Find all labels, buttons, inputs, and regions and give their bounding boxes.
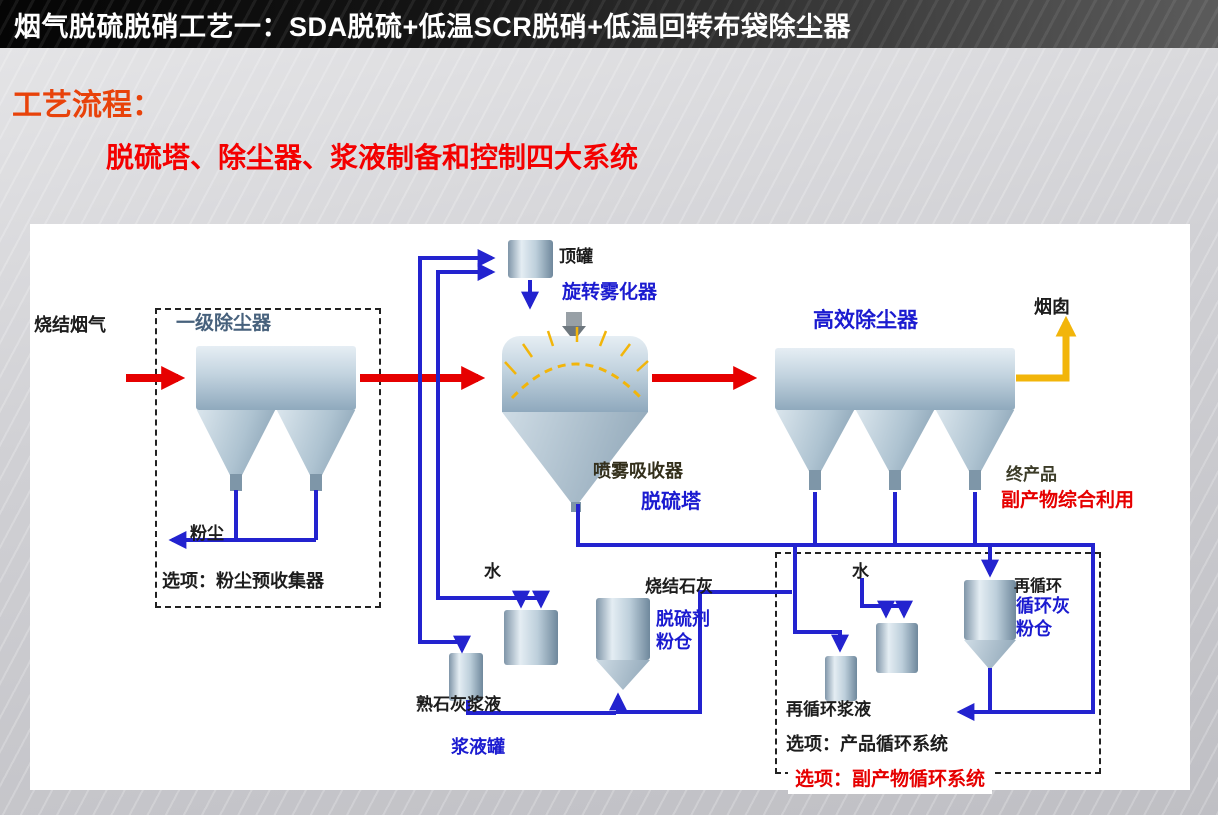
label-desulf-tower: 脱硫塔 xyxy=(641,491,701,513)
heff-outlet-2 xyxy=(889,470,901,490)
label-sinter-lime: 烧结石灰 xyxy=(645,577,713,596)
cycle-ash-silo-body xyxy=(964,580,1016,640)
label-desulf-silo: 脱硫剂 粉仓 xyxy=(656,609,710,652)
label-primary-collector: 一级除尘器 xyxy=(176,313,272,334)
heff-outlet-3 xyxy=(969,470,981,490)
label-slaked-lime-slurry: 熟石灰浆液 xyxy=(416,695,501,714)
label-cycle-ash-silo: 循环灰 粉仓 xyxy=(1016,596,1070,639)
label-rotary-atomizer: 旋转雾化器 xyxy=(562,282,658,303)
label-water-right: 水 xyxy=(852,562,869,581)
label-top-tank: 顶罐 xyxy=(559,247,593,266)
label-dust: 粉尘 xyxy=(190,524,224,543)
primary-collector-outlet-left xyxy=(230,474,242,491)
label-option-byproduct-cycle: 选项：副产物循环系统 xyxy=(788,766,993,794)
label-chimney: 烟囱 xyxy=(1034,297,1070,317)
label-spray-absorber: 喷雾吸收器 xyxy=(593,461,683,481)
label-recycle-slurry: 再循环浆液 xyxy=(786,700,871,719)
top-tank xyxy=(508,240,553,278)
slurry-tank-small xyxy=(449,653,483,701)
absorber-outlet xyxy=(571,502,581,512)
label-sinter-gas: 烧结烟气 xyxy=(34,315,106,335)
dust-precollector-boundary xyxy=(155,308,381,608)
recycle-tank-b xyxy=(825,656,857,701)
slurry-tank-large xyxy=(504,610,558,665)
process-systems-subheading: 脱硫塔、除尘器、浆液制备和控制四大系统 xyxy=(106,142,639,173)
absorber-body xyxy=(502,336,648,412)
rotary-atomizer-body xyxy=(566,312,582,327)
label-recycle: 再循环 xyxy=(1014,578,1063,595)
label-final-product: 终产品 xyxy=(1006,465,1057,484)
label-option-product-cycle: 选项：产品循环系统 xyxy=(786,734,948,754)
label-water-left: 水 xyxy=(484,562,501,581)
label-high-eff-collector: 高效除尘器 xyxy=(813,309,918,332)
process-flow-heading: 工艺流程： xyxy=(12,89,162,122)
primary-collector-outlet-right xyxy=(310,474,322,491)
label-byproduct-use: 副产物综合利用 xyxy=(994,487,1142,515)
desulf-silo-body xyxy=(596,598,650,660)
heff-outlet-1 xyxy=(809,470,821,490)
recycle-tank-a xyxy=(876,623,918,673)
primary-collector-body xyxy=(196,346,356,410)
slide-title: 烟气脱硫脱硝工艺一：SDA脱硫+低温SCR脱硝+低温回转布袋除尘器 xyxy=(14,11,852,42)
label-option-dust-precollector: 选项：粉尘预收集器 xyxy=(162,571,324,591)
heff-collector-body xyxy=(775,348,1015,410)
title-bar: 烟气脱硫脱硝工艺一：SDA脱硫+低温SCR脱硝+低温回转布袋除尘器 xyxy=(0,0,1218,48)
label-slurry-tank: 浆液罐 xyxy=(451,737,505,757)
